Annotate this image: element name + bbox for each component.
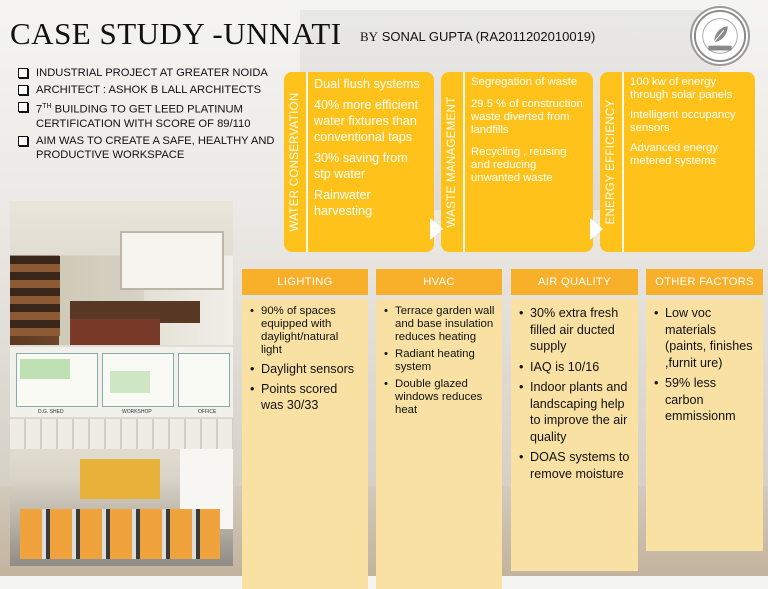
column-hvac: HVAC Terrace garden wall and base insula… [376,269,502,589]
column-item: 30% extra fresh filled air ducted supply [517,305,632,355]
column-item: Points scored was 30/33 [248,381,362,413]
card-label: WASTE MANAGEMENT [446,96,458,228]
column-item: Double glazed windows reduces heat [382,378,496,417]
bullet-architect: ARCHITECT : ASHOK B LALL ARCHITECTS [18,83,283,97]
card-item: 100 kw of energy through solar panels [630,76,733,101]
project-bullets: INDUSTRIAL PROJECT AT GREATER NOIDA ARCH… [18,66,283,165]
leed-logo-icon [693,9,747,63]
workspace-photo [10,419,233,566]
card-item: Dual flush systems [314,77,420,91]
card-label: ENERGY EFFICIENCY [605,99,617,225]
column-item: Terrace garden wall and base insulation … [382,305,496,344]
plan-label: OFFICE [198,409,217,415]
column-header: OTHER FACTORS [646,269,763,295]
card-item: 30% saving from stp water [314,151,408,181]
card-item: 29.5 % of construction waste diverted fr… [471,98,583,136]
card-item: 40% more efficient water fixtures than c… [314,98,419,144]
column-item: 59% less carbon emmissionm [652,375,757,425]
column-header: AIR QUALITY [511,269,638,295]
bullet-aim: AIM WAS TO CREATE A SAFE, HEALTHY AND PR… [18,134,283,162]
byline: BY SONAL GUPTA (RA2011202010019) [360,29,595,45]
bullet-leed: 7TH BUILDING TO GET LEED PLATINUM CERTIF… [18,100,283,131]
author-name: SONAL GUPTA (RA2011202010019) [381,29,596,44]
card-item: Segregation of waste [471,76,578,88]
column-header: LIGHTING [242,269,368,295]
bullet-location: INDUSTRIAL PROJECT AT GREATER NOIDA [18,66,283,80]
column-item: DOAS systems to remove moisture [517,449,632,482]
card-label: WATER CONSERVATION [289,92,301,232]
column-lighting: LIGHTING 90% of spaces equipped with day… [242,269,368,589]
arrow-right-icon [590,218,603,240]
card-water-conservation: WATER CONSERVATION Dual flush systems 40… [284,72,434,252]
office-interior-photo [10,201,233,345]
page-title: CASE STUDY -UNNATI [10,16,342,51]
byline-prefix: BY [360,29,379,44]
column-item: Low voc materials (paints, finishes ,fur… [652,305,757,371]
card-item: Advanced energy metered systems [630,142,718,167]
column-item: Daylight sensors [248,361,362,377]
plan-label: WORKSHOP [122,409,152,415]
card-waste-management: WASTE MANAGEMENT Segregation of waste 29… [441,72,593,252]
site-plan-drawing: D.G. SHED WORKSHOP OFFICE [10,347,233,417]
arrow-right-icon [430,218,443,240]
usgbc-leed-platinum-logo [690,6,750,66]
column-item: Indoor plants and landscaping help to im… [517,379,632,445]
column-air-quality: AIR QUALITY 30% extra fresh filled air d… [511,269,638,571]
column-item: Radiant heating system [382,348,496,374]
card-item: Intelligent occupancy sensors [630,109,736,134]
column-item: IAQ is 10/16 [517,359,632,376]
card-energy-efficiency: ENERGY EFFICIENCY 100 kw of energy throu… [600,72,755,252]
card-item: Recycling , reusing and reducing unwante… [471,146,567,184]
card-item: Rainwater harvesting [314,188,373,218]
column-header: HVAC [376,269,502,295]
plan-label: D.G. SHED [38,409,64,415]
column-other-factors: OTHER FACTORS Low voc materials (paints,… [646,269,763,551]
column-item: 90% of spaces equipped with daylight/nat… [248,305,362,357]
